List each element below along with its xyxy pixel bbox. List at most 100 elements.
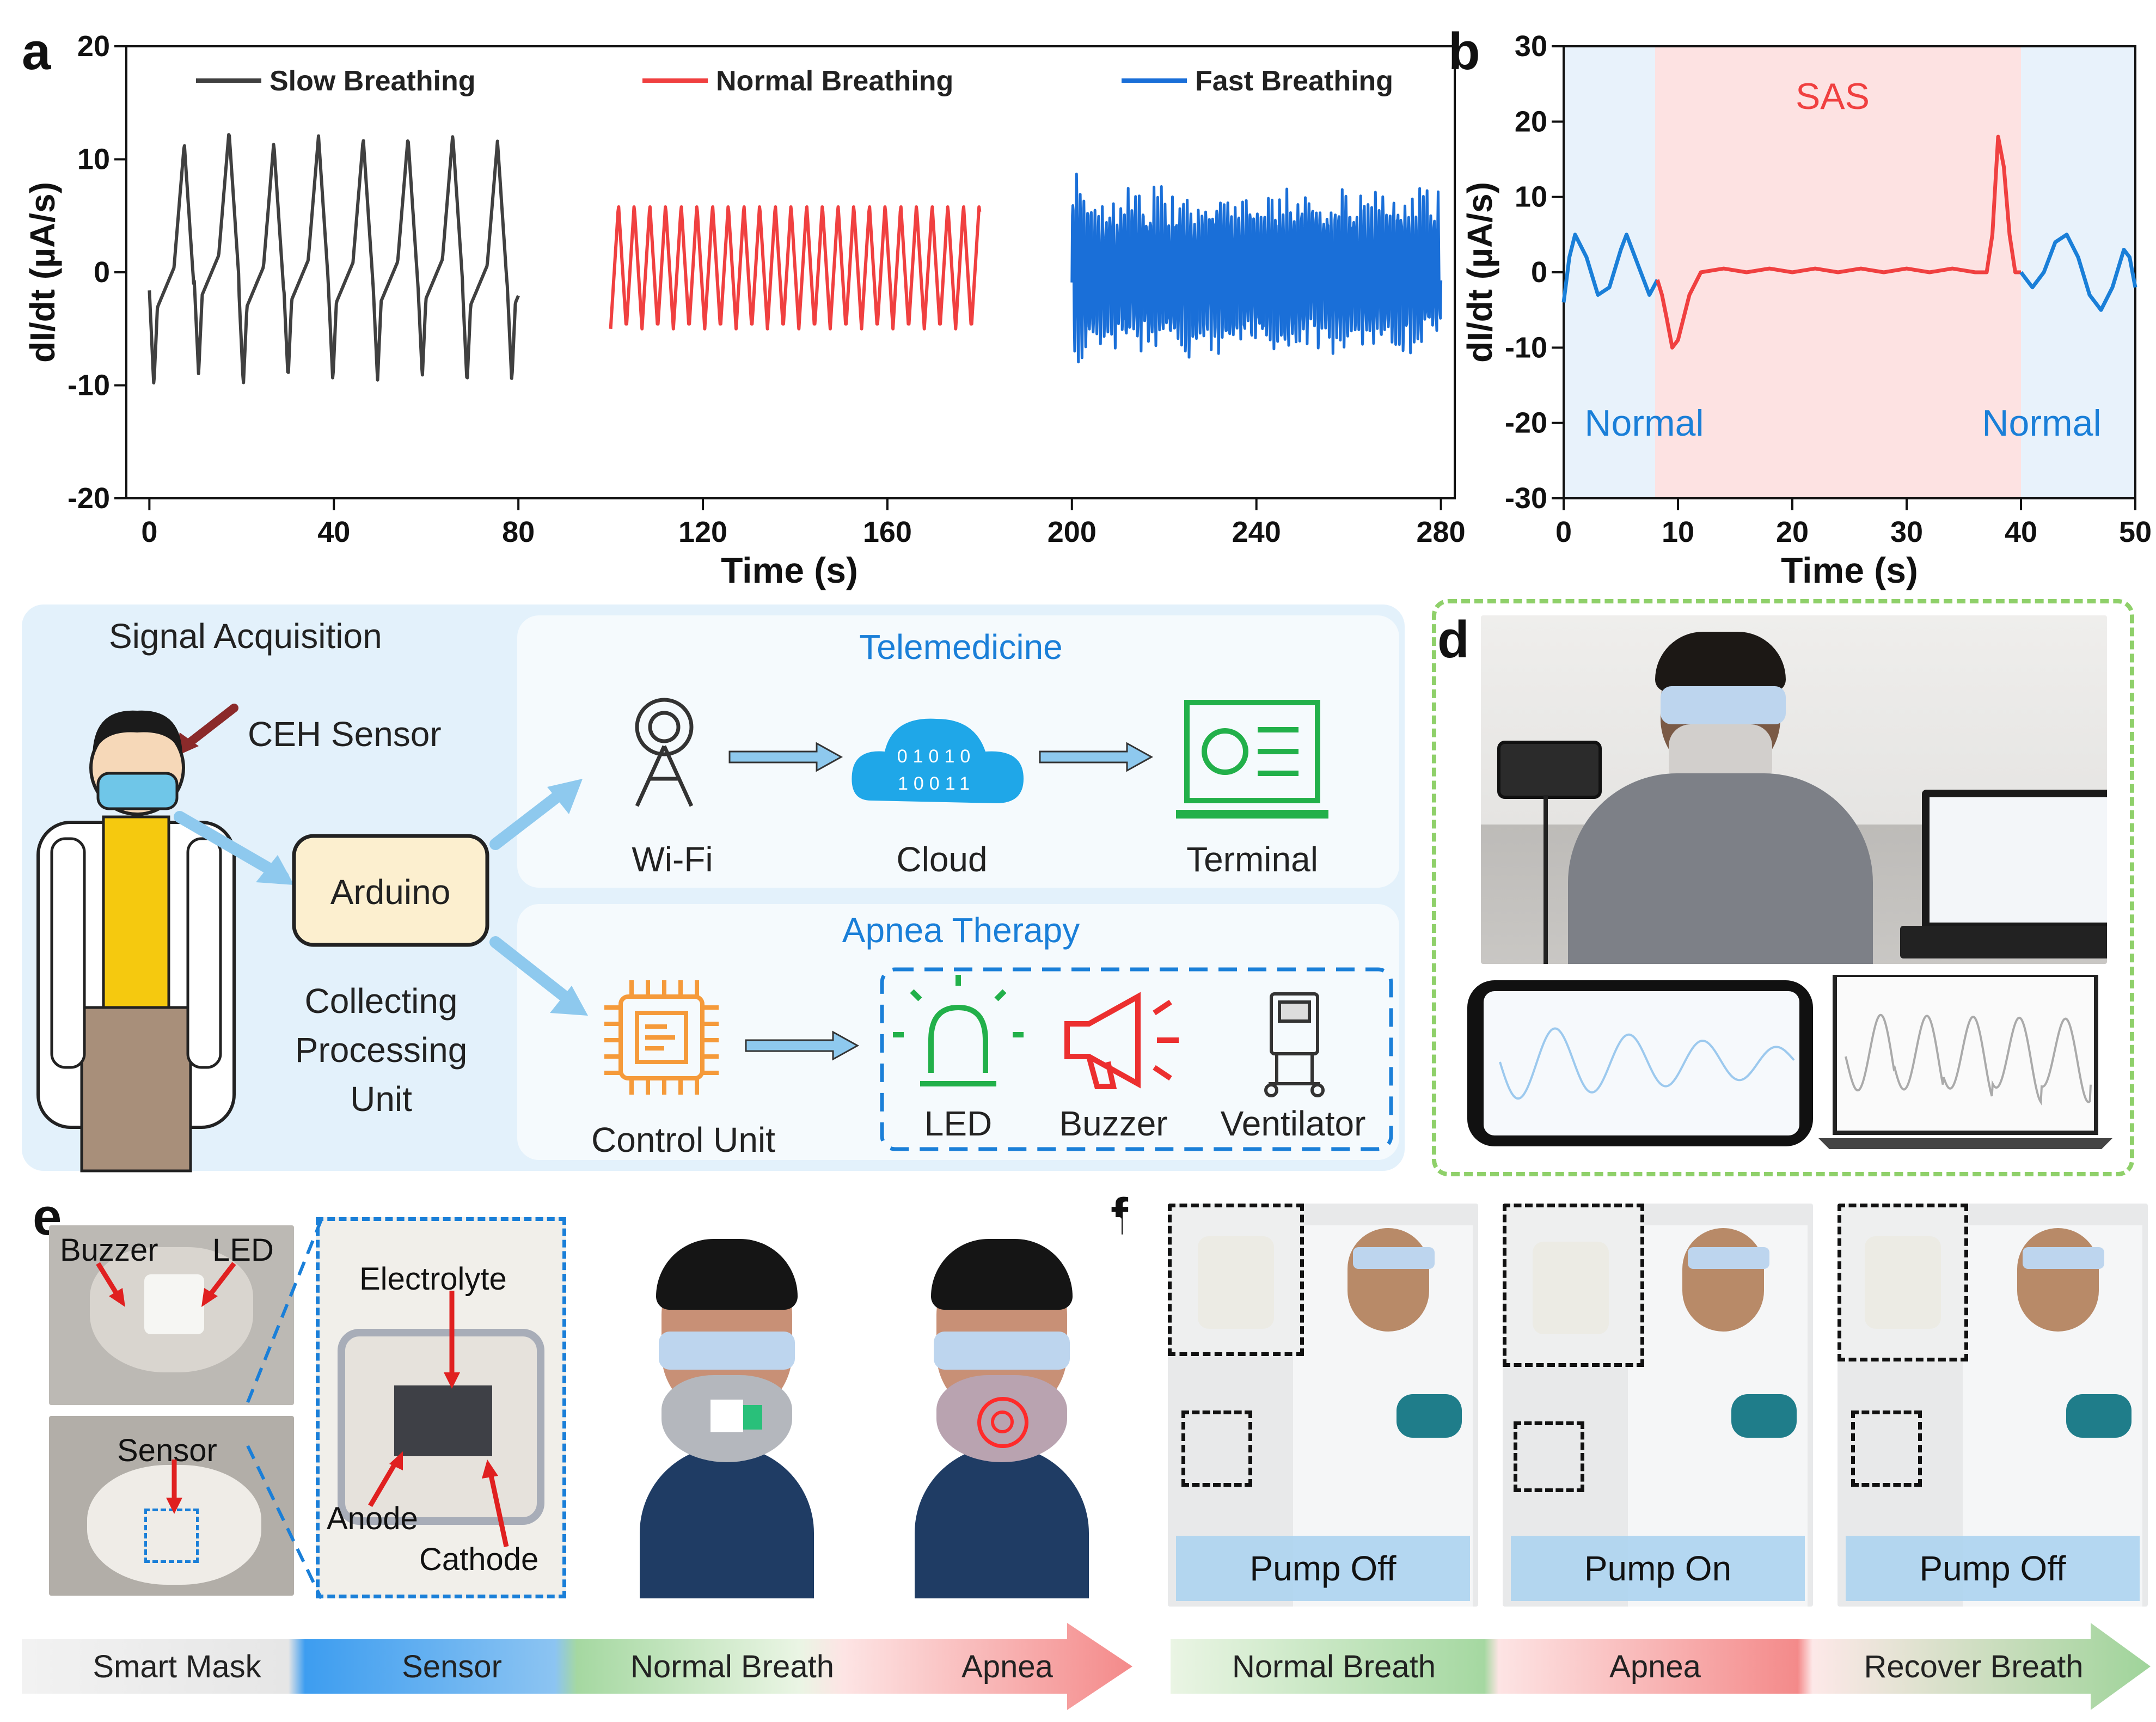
- sensor-pointer-arrow: [181, 704, 238, 750]
- arrow-to-apnea-therapy: [489, 936, 588, 1016]
- phone-on-stand: [1497, 741, 1602, 799]
- control-unit-chip-icon: [604, 980, 719, 1095]
- chart-a-xlabel: Time (s): [721, 550, 858, 590]
- chart-a-ytick-label: 0: [94, 256, 110, 289]
- chart-b-ytick-label: -10: [1505, 331, 1547, 364]
- panel-d-dashed-frame: [1432, 599, 2134, 1176]
- chart-b-xtick-label: 50: [2119, 516, 2152, 548]
- sensor-label-e: Sensor: [117, 1433, 217, 1468]
- chart-a-xtick-label: 40: [317, 516, 350, 548]
- series-line-normal-start: [1561, 233, 1659, 303]
- stage-apnea-f: Apnea: [1609, 1649, 1701, 1684]
- arrow-cloud-to-terminal: [1039, 742, 1154, 772]
- phone-screen-waveform: [1467, 980, 1813, 1146]
- eye-privacy-bar: [1661, 686, 1786, 724]
- arrow-control-to-devices: [745, 1030, 860, 1061]
- series-line-sas: [1655, 135, 2021, 350]
- region-label-sas: SAS: [1796, 76, 1870, 117]
- chart-b-xtick-label: 40: [2005, 516, 2037, 548]
- chart-a-xtick-label: 200: [1048, 516, 1097, 548]
- panel-f-stage-bar: Normal Breath Apnea Recover Breath: [1171, 1623, 2151, 1710]
- chart-b-xtick-label: 0: [1555, 516, 1572, 548]
- apnea-therapy-title: Apnea Therapy: [842, 911, 1080, 950]
- ventilator-label: Ventilator: [1221, 1104, 1366, 1143]
- chart-b-xlabel: Time (s): [1781, 550, 1918, 590]
- stage-normal-breath-e: Normal Breath: [630, 1649, 834, 1684]
- cloud-label: Cloud: [896, 840, 987, 879]
- region-label-normal-right: Normal: [1982, 402, 2101, 444]
- chart-b-ytick-label: 0: [1531, 256, 1547, 289]
- chart-a-xtick-label: 0: [141, 516, 157, 548]
- legend-label: Normal Breathing: [716, 65, 953, 97]
- person-hair: [1655, 632, 1786, 692]
- terminal-icon: [1176, 700, 1328, 819]
- chart-a-ytick-label: 10: [77, 143, 110, 176]
- series-line-fast-breathing: [1070, 173, 1443, 364]
- buzzer-label: Buzzer: [1059, 1104, 1167, 1143]
- laptop-waveform: [1818, 975, 2112, 1149]
- arduino-label: Arduino: [330, 872, 451, 912]
- legend-label: Fast Breathing: [1195, 65, 1393, 97]
- control-unit-label: Control Unit: [591, 1120, 775, 1159]
- series-line-normal-end: [2019, 233, 2137, 312]
- laptop-screen: [1922, 790, 2107, 930]
- panel-letter-a: a: [22, 22, 51, 81]
- pump-label-1: Pump Off: [1176, 1536, 1470, 1601]
- chart-a-xtick-label: 240: [1232, 516, 1281, 548]
- chart-b-xtick-label: 10: [1662, 516, 1694, 548]
- panel-letter-d: d: [1437, 610, 1469, 669]
- chart-b-ylabel: dI/dt (µA/s): [1460, 182, 1499, 363]
- cloud-bits-bottom: 10011: [898, 773, 975, 794]
- arrow-to-telemedicine: [489, 779, 583, 850]
- chart-b-ytick-label: 20: [1515, 105, 1547, 138]
- cloud-bits-top: 01010: [897, 746, 976, 767]
- stage-normal-breath-f: Normal Breath: [1232, 1649, 1436, 1684]
- buzzer-megaphone-icon: [1064, 992, 1179, 1089]
- led-label-e: LED: [212, 1232, 274, 1268]
- chart-a-xtick-label: 120: [678, 516, 727, 548]
- arrow-to-arduino: [174, 811, 294, 885]
- cloud-icon: 01010 10011: [852, 718, 1024, 803]
- unit-label: Unit: [350, 1079, 412, 1119]
- chart-a-ytick-label: 20: [77, 30, 110, 63]
- chart-b-ytick-label: -20: [1505, 407, 1547, 439]
- chart-a-ytick-label: -20: [68, 482, 110, 515]
- stage-smart-mask: Smart Mask: [93, 1649, 261, 1684]
- photo-mask-inside: [49, 1416, 294, 1596]
- buzzer-label-e: Buzzer: [60, 1232, 158, 1268]
- chart-b-xtick-label: 20: [1776, 516, 1809, 548]
- doctor-figure: [36, 710, 236, 1173]
- chart-b-xtick-label: 30: [1890, 516, 1923, 548]
- ceh-sensor-label: CEH Sensor: [248, 715, 442, 754]
- wifi-label: Wi-Fi: [632, 840, 713, 879]
- photo-person-with-mask-and-laptop: [1481, 615, 2107, 964]
- wifi-tower-icon: [635, 698, 694, 807]
- arrow-wifi-to-cloud: [728, 742, 843, 772]
- stage-apnea-e: Apnea: [961, 1649, 1053, 1684]
- panel-e-arrows: [96, 1219, 509, 1599]
- sensor-closeup: [338, 1329, 544, 1525]
- cathode-label: Cathode: [419, 1542, 539, 1577]
- ventilator-icon: [1264, 992, 1325, 1097]
- photo-normal-breath-wearer: [607, 1217, 847, 1598]
- region-label-normal-left: Normal: [1584, 402, 1704, 444]
- led-label: LED: [924, 1104, 993, 1143]
- photo-mask-top: [49, 1225, 294, 1405]
- chart-b-ytick-label: -30: [1505, 482, 1547, 515]
- pump-label-2: Pump On: [1511, 1536, 1805, 1601]
- collecting-label: Collecting: [304, 981, 457, 1021]
- chart-a-xtick-label: 80: [502, 516, 535, 548]
- stage-recover-breath: Recover Breath: [1864, 1649, 2084, 1684]
- phone-waveform: [1484, 991, 1799, 1135]
- devices-dashed-box: [880, 967, 1393, 1151]
- series-line-slow-breathing: [148, 133, 520, 384]
- chart-a-xtick-label: 280: [1417, 516, 1466, 548]
- laptop-screen-waveform: [1818, 975, 2112, 1155]
- arduino-box: [292, 834, 489, 947]
- legend-label: Slow Breathing: [270, 65, 475, 97]
- terminal-label: Terminal: [1186, 840, 1318, 879]
- pump-label-3: Pump Off: [1846, 1536, 2140, 1601]
- panel-e-stage-bar: Smart Mask Sensor Normal Breath Apnea: [22, 1623, 1132, 1710]
